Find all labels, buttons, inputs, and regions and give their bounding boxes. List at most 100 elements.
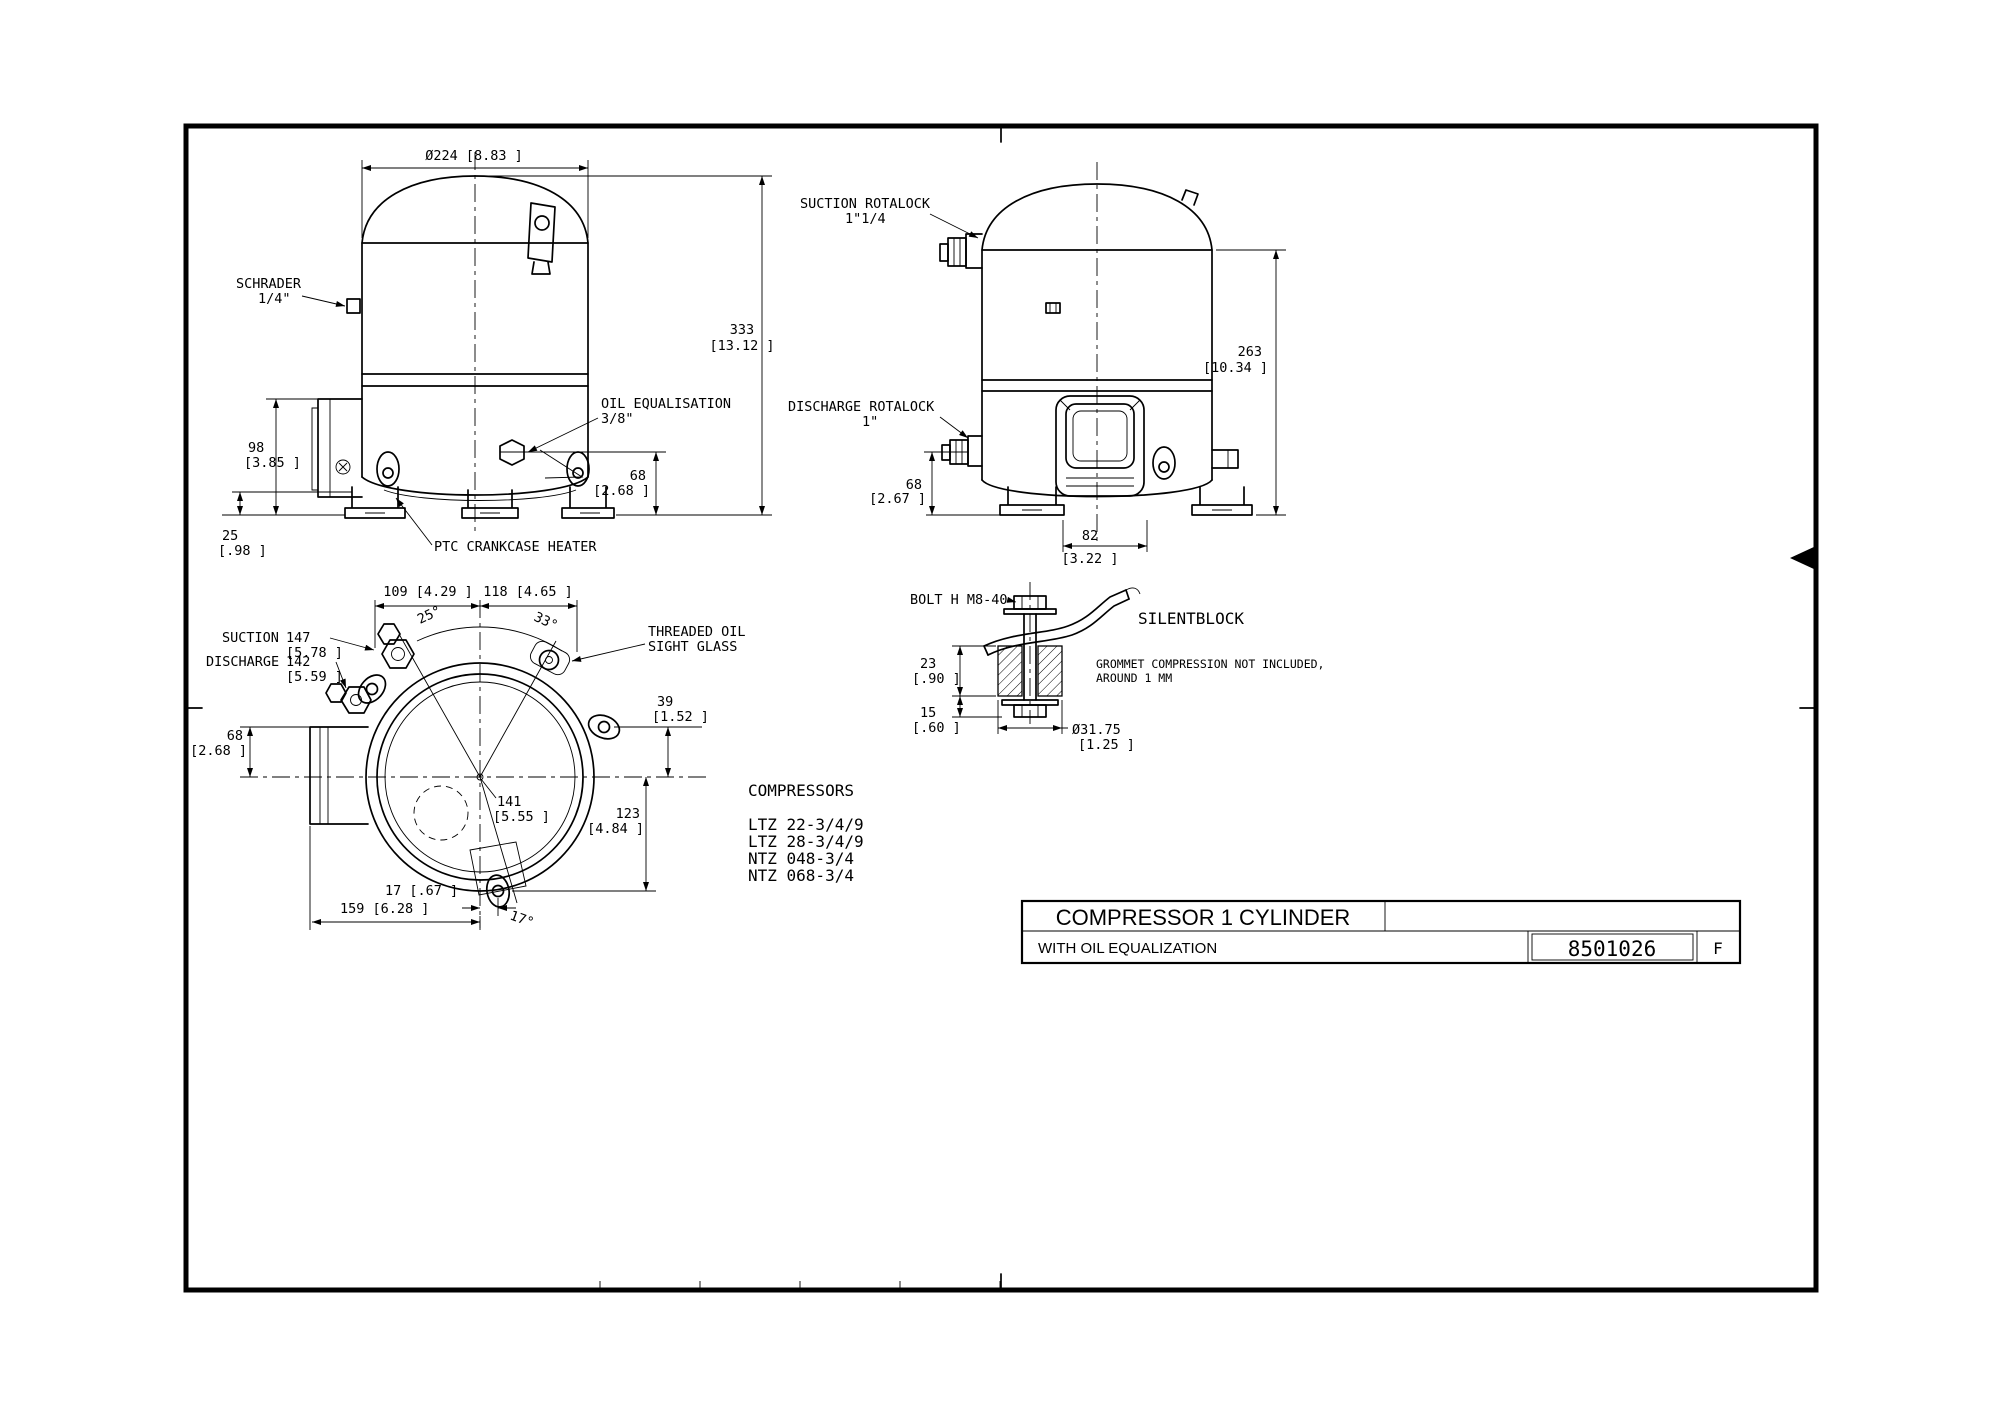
drawing-frame bbox=[183, 123, 1819, 1293]
grommet-note-2: AROUND 1 MM bbox=[1096, 671, 1172, 685]
drawing-title: COMPRESSOR 1 CYLINDER bbox=[1056, 905, 1351, 930]
side-view: SUCTION ROTALOCK 1"1/4 DISCHARGE ROTALOC… bbox=[788, 162, 1286, 567]
front-lifting-lug bbox=[527, 202, 556, 275]
top-suction-port bbox=[377, 623, 415, 669]
dim-142-inch-label: [5.59 ] bbox=[286, 669, 343, 685]
dim-109-label: 109 [4.29 ] bbox=[383, 584, 472, 600]
fold-marks bbox=[599, 1281, 1001, 1290]
drawing-subtitle: WITH OIL EQUALIZATION bbox=[1038, 940, 1217, 957]
front-body bbox=[361, 175, 589, 501]
front-feet bbox=[344, 451, 615, 519]
dim-123-inch-label: [4.84 ] bbox=[587, 821, 644, 837]
dim-39-label: 39 bbox=[657, 694, 673, 710]
compressor-model-1: LTZ 22-3/4/9 bbox=[748, 815, 864, 834]
dim-15-inch-label: [.60 ] bbox=[912, 720, 961, 736]
discharge-rotalock-fitting bbox=[941, 435, 983, 467]
dim-118-label: 118 [4.65 ] bbox=[483, 584, 572, 600]
side-feet bbox=[999, 486, 1253, 516]
dim-68-side-label: 68 bbox=[906, 477, 922, 493]
oil-equalisation-size-label: 3/8" bbox=[601, 411, 634, 427]
side-junction-box bbox=[1055, 395, 1145, 497]
dim-141-inch-label: [5.55 ] bbox=[493, 809, 550, 825]
dim-17-label: 17 [.67 ] bbox=[385, 883, 458, 899]
dim-263-inch-label: [10.34 ] bbox=[1203, 360, 1268, 376]
top-centerlines bbox=[240, 600, 708, 928]
dim-147-label: 147 bbox=[286, 630, 310, 646]
sight-glass-label-1: THREADED OIL bbox=[648, 624, 746, 640]
compressor-model-3: NTZ 048-3/4 bbox=[748, 849, 854, 868]
schrader-size-label: 1/4" bbox=[258, 291, 291, 307]
drawing-revision: F bbox=[1713, 939, 1723, 958]
compressor-model-4: NTZ 068-3/4 bbox=[748, 866, 854, 885]
dim-98-inch-label: [3.85 ] bbox=[244, 455, 301, 471]
front-terminal-box bbox=[311, 398, 363, 498]
compressor-model-2: LTZ 28-3/4/9 bbox=[748, 832, 864, 851]
side-dimensions bbox=[924, 213, 1286, 552]
dim-123-label: 123 bbox=[616, 806, 640, 822]
silentblock-title: SILENTBLOCK bbox=[1138, 609, 1244, 628]
dim-68-front-label: 68 bbox=[630, 468, 646, 484]
suction-rotalock-size-label: 1"1/4 bbox=[845, 211, 886, 227]
dim-68-side-inch-label: [2.67 ] bbox=[869, 491, 926, 507]
top-sight-glass bbox=[529, 640, 571, 676]
top-dimensions bbox=[240, 600, 702, 930]
silentblock-grommet bbox=[997, 645, 1063, 697]
schrader-label: SCHRADER bbox=[236, 276, 302, 292]
silentblock-dimensions bbox=[952, 596, 1068, 734]
dim-142-label: 142 bbox=[286, 654, 310, 670]
dim-31-75-label: Ø31.75 bbox=[1072, 722, 1121, 738]
dim-15-label: 15 bbox=[920, 705, 936, 721]
side-right-details bbox=[1152, 446, 1239, 480]
dim-82-inch-label: [3.22 ] bbox=[1062, 551, 1119, 567]
sheet-border bbox=[183, 123, 1819, 1293]
title-block-dividers bbox=[1022, 901, 1740, 963]
dim-141-label: 141 bbox=[497, 794, 521, 810]
discharge-rotalock-size-label: 1" bbox=[862, 414, 878, 430]
suction-rotalock-fitting bbox=[939, 233, 983, 269]
title-block: COMPRESSOR 1 CYLINDER WITH OIL EQUALIZAT… bbox=[1020, 899, 1742, 965]
top-view: 109 [4.29 ] 118 [4.65 ] 25° 33° SUCTION … bbox=[190, 584, 745, 931]
top-discharge-port bbox=[325, 683, 372, 714]
discharge-label: DISCHARGE bbox=[206, 654, 279, 670]
silentblock-foot bbox=[983, 587, 1141, 656]
top-shell bbox=[365, 626, 595, 904]
title-block-border bbox=[1020, 899, 1742, 965]
oil-equalisation-fitting bbox=[499, 439, 525, 466]
angle-25-label: 25° bbox=[415, 603, 444, 628]
drawing-number-box bbox=[1531, 933, 1694, 961]
suction-label: SUCTION bbox=[222, 630, 279, 646]
dim-25-label: 25 bbox=[222, 528, 238, 544]
dim-68-front-inch-label: [2.68 ] bbox=[593, 483, 650, 499]
dim-98-label: 98 bbox=[248, 440, 264, 456]
dim-25-inch-label: [.98 ] bbox=[218, 543, 267, 559]
discharge-rotalock-label: DISCHARGE ROTALOCK bbox=[788, 399, 935, 415]
sight-glass-label-2: SIGHT GLASS bbox=[648, 639, 737, 655]
angle-17-label: 17° bbox=[508, 908, 536, 931]
dim-31-75-inch-label: [1.25 ] bbox=[1078, 737, 1135, 753]
compressors-heading: COMPRESSORS bbox=[748, 781, 854, 800]
suction-rotalock-label: SUCTION ROTALOCK bbox=[800, 196, 931, 212]
dim-224-label: Ø224 [8.83 ] bbox=[425, 148, 523, 164]
dim-333-label: 333 bbox=[730, 322, 754, 338]
dim-333-inch-label: [13.12 ] bbox=[709, 338, 774, 354]
dim-68-top-label: 68 bbox=[227, 728, 243, 744]
dim-82-label: 82 bbox=[1082, 528, 1098, 544]
dim-39-inch-label: [1.52 ] bbox=[652, 709, 709, 725]
schrader-fitting bbox=[346, 298, 361, 314]
bolt-label: BOLT H M8-40 bbox=[910, 592, 1008, 608]
dim-68-top-inch-label: [2.68 ] bbox=[190, 743, 247, 759]
compressor-list: COMPRESSORS LTZ 22-3/4/9 LTZ 28-3/4/9 NT… bbox=[748, 781, 864, 885]
dim-23-label: 23 bbox=[920, 656, 936, 672]
oil-equalisation-label: OIL EQUALISATION bbox=[601, 396, 731, 412]
dim-263-label: 263 bbox=[1238, 344, 1262, 360]
dim-147-inch-label: [5.78 ] bbox=[286, 645, 343, 661]
dim-159-label: 159 [6.28 ] bbox=[340, 901, 429, 917]
grommet-note-1: GROMMET COMPRESSION NOT INCLUDED, bbox=[1096, 657, 1324, 671]
center-marks bbox=[185, 125, 1817, 1291]
top-mounting-lugs bbox=[357, 674, 621, 908]
revision-flag-icon bbox=[1790, 546, 1816, 570]
silentblock-detail: BOLT H M8-40 SILENTBLOCK 23 [.90 ] 15 [.… bbox=[910, 582, 1324, 753]
ptc-heater-label: PTC CRANKCASE HEATER bbox=[434, 539, 597, 555]
